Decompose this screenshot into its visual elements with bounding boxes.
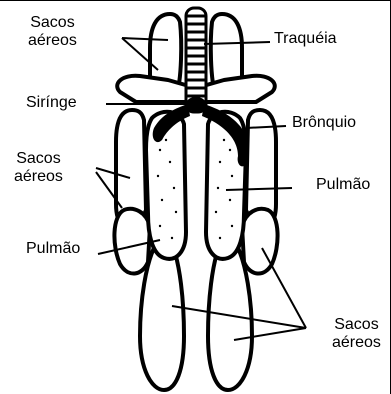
label-pulmao-left: Pulmão xyxy=(26,240,80,258)
lateral-air-sac-right xyxy=(242,209,278,274)
leader-sacos-bottom-1 xyxy=(262,248,306,328)
label-pulmao-right: Pulmão xyxy=(316,176,370,194)
syrinx xyxy=(186,97,206,111)
abdominal-air-sac-left xyxy=(140,244,184,390)
label-bronquio: Brônquio xyxy=(292,114,356,132)
trachea xyxy=(186,8,206,112)
lateral-air-sac-left xyxy=(114,209,150,274)
abdominal-air-sac-right xyxy=(208,244,252,390)
label-traqueia: Traquéia xyxy=(274,30,337,48)
label-siringe: Sirínge xyxy=(26,94,77,112)
label-sacos-aereos-top: Sacos aéreos xyxy=(28,14,77,50)
lung-left xyxy=(146,112,186,259)
label-sacos-aereos-bottom: Sacos aéreos xyxy=(332,316,381,352)
label-sacos-aereos-left: Sacos aéreos xyxy=(14,150,63,186)
